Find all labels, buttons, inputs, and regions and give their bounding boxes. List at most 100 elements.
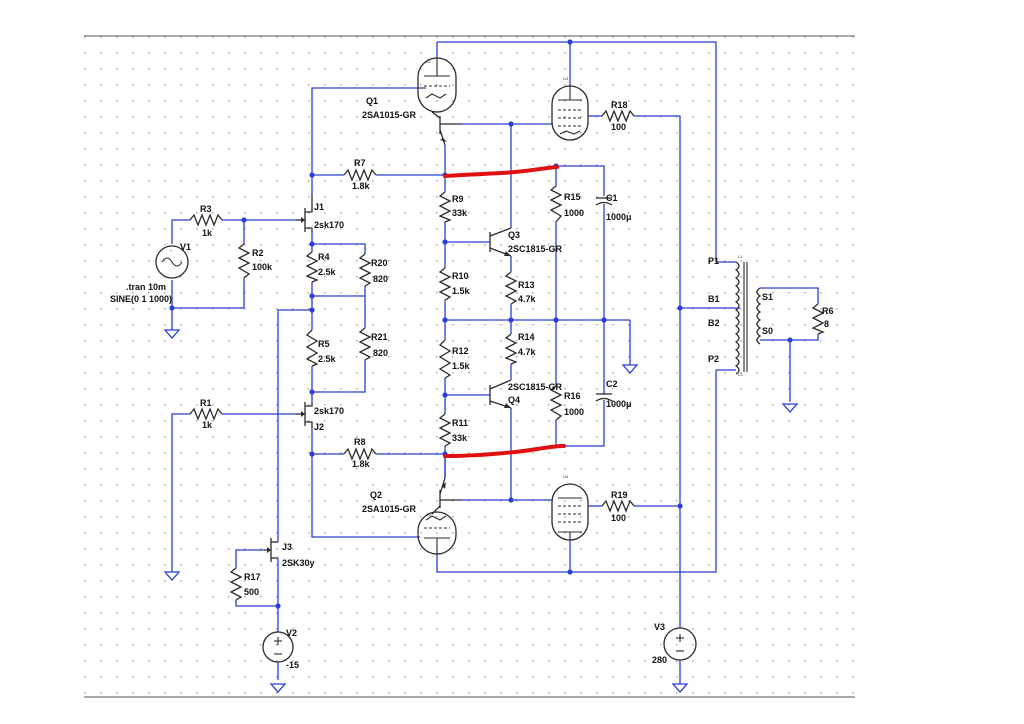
r1-ref: R1 [200, 398, 212, 408]
j1-ref: J1 [314, 202, 324, 212]
pin-p2: P2 [708, 354, 719, 364]
jfet-j1-symbol [296, 194, 313, 232]
c2-ref: C2 [606, 379, 618, 389]
v3-ref: V3 [654, 622, 665, 632]
r19-ref: R19 [611, 490, 628, 500]
q2-ref: Q2 [370, 490, 382, 500]
q3-ref: Q3 [508, 230, 520, 240]
v3-value: 280 [652, 655, 667, 665]
r21-ref: R21 [371, 332, 388, 342]
r6-ref: R6 [822, 306, 834, 316]
r9-ref: R9 [452, 194, 464, 204]
output-transformer: L1 L3 [734, 254, 762, 377]
bjt-q1-symbol [431, 111, 462, 146]
r2-ref: R2 [252, 248, 264, 258]
r13-value: 4.7k [518, 294, 537, 304]
grid-background [84, 36, 855, 696]
r10-value: 1.5k [452, 286, 471, 296]
c2-value: 1000μ [606, 399, 632, 409]
pin-s1: S1 [762, 292, 773, 302]
highlight-trace-top [443, 165, 559, 178]
voltage-source-v2 [262, 631, 294, 663]
r6-value: 8 [824, 319, 829, 329]
r16-value: 1000 [564, 407, 584, 417]
voltage-source-v1: + [155, 245, 189, 279]
r11-value: 33k [452, 433, 468, 443]
svg-text:+: + [170, 248, 173, 253]
svg-text:U4: U4 [563, 474, 569, 479]
r9-value: 33k [452, 208, 468, 218]
q4-ref: Q4 [508, 395, 520, 405]
r7-value: 1.8k [352, 181, 371, 191]
pin-b1: B1 [708, 294, 720, 304]
j1-part: 2sk170 [314, 220, 344, 230]
bjt-q4-symbol [489, 379, 512, 409]
jfet-j2-symbol [296, 402, 313, 428]
capacitor-symbols [595, 197, 613, 402]
r16-ref: R16 [564, 391, 581, 401]
j2-part: 2sk170 [314, 406, 344, 416]
v2-ref: V2 [286, 628, 297, 638]
r20-ref: R20 [371, 258, 388, 268]
q2-part: 2SA1015-GR [362, 504, 417, 514]
svg-text:U1: U1 [426, 59, 432, 64]
r12-value: 1.5k [452, 361, 471, 371]
r14-ref: R14 [518, 332, 535, 342]
svg-text:U3: U3 [563, 76, 569, 81]
r1-value: 1k [202, 420, 213, 430]
j3-part: 2SK30y [282, 558, 315, 568]
r10-ref: R10 [452, 271, 469, 281]
r8-value: 1.8k [352, 459, 371, 469]
r17-ref: R17 [244, 572, 261, 582]
ground-symbols [163, 329, 799, 693]
tran-directive: .tran 10m [126, 282, 166, 292]
r18-ref: R18 [611, 100, 628, 110]
r17-value: 500 [244, 587, 259, 597]
resistor-symbols [189, 109, 825, 601]
r4-value: 2.5k [318, 267, 337, 277]
r3-value: 1k [202, 228, 213, 238]
pin-b2: B2 [708, 318, 720, 328]
sine-source-spec: SINE(0 1 1000) [110, 294, 172, 304]
j3-ref: J3 [282, 542, 292, 552]
triode-tube-lower: U2 [417, 511, 457, 555]
triode-tube-upper: U1 [417, 57, 457, 113]
svg-text:L3: L3 [738, 372, 743, 377]
r19-value: 100 [611, 513, 626, 523]
r14-value: 4.7k [518, 347, 537, 357]
pin-s0: S0 [762, 326, 773, 336]
c1-value: 1000μ [606, 212, 632, 222]
r5-ref: R5 [318, 339, 330, 349]
q1-ref: Q1 [366, 96, 378, 106]
r21-value: 820 [373, 348, 388, 358]
r7-ref: R7 [354, 158, 366, 168]
jfet-j3-symbol [264, 538, 278, 562]
v1-ref: V1 [180, 242, 191, 252]
q1-part: 2SA1015-GR [362, 110, 417, 120]
r3-ref: R3 [200, 204, 212, 214]
svg-text:L1: L1 [738, 254, 743, 259]
pin-p1: P1 [708, 256, 719, 266]
pentode-tube-upper: U3 [551, 76, 589, 141]
voltage-source-v3 [663, 627, 697, 661]
r4-ref: R4 [318, 252, 330, 262]
v2-value: -15 [286, 660, 299, 670]
r15-value: 1000 [564, 208, 584, 218]
pentode-tube-lower: U4 [551, 474, 589, 541]
r12-ref: R12 [452, 346, 469, 356]
component-labels: Q1 2SA1015-GR Q2 2SA1015-GR Q3 2SC1815-G… [110, 96, 834, 670]
r2-value: 100k [252, 262, 273, 272]
c1-ref: C1 [606, 193, 618, 203]
r15-ref: R15 [564, 192, 581, 202]
r13-ref: R13 [518, 280, 535, 290]
q3-part: 2SC1815-GR [508, 244, 563, 254]
j2-ref: J2 [314, 422, 324, 432]
svg-text:U2: U2 [426, 512, 432, 517]
wires [171, 41, 819, 684]
r20-value: 820 [373, 274, 388, 284]
r11-ref: R11 [452, 418, 468, 428]
q4-part: 2SC1815-GR [508, 382, 563, 392]
r8-ref: R8 [354, 437, 366, 447]
highlight-trace-bottom [443, 444, 566, 458]
